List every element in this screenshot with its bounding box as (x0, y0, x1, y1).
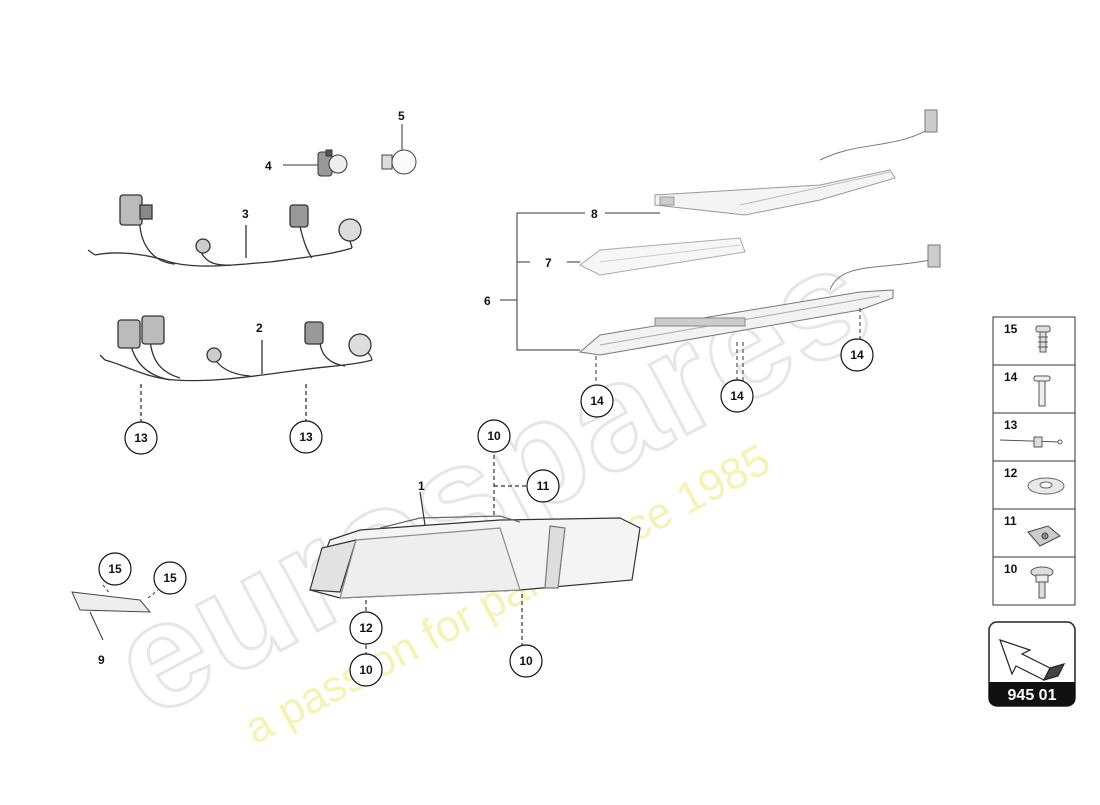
callouts: 1 2 3 4 5 6 7 8 9 (98, 109, 598, 667)
circled-references: 13 13 14 14 14 10 11 15 (98, 338, 874, 687)
ref-label: 10 (519, 654, 533, 668)
callout-8: 8 (591, 207, 598, 221)
view-arrow-icon (999, 639, 1066, 681)
reference-box[interactable]: 945 01 (988, 621, 1076, 707)
callout-5: 5 (398, 109, 405, 123)
ref-label: 14 (590, 394, 604, 408)
washer-icon (1027, 477, 1065, 495)
group-bracket (500, 212, 660, 351)
hardware-legend: 15 14 13 12 (992, 316, 1076, 606)
ref-label: 15 (163, 571, 177, 585)
legend-number: 10 (1004, 562, 1018, 576)
callout-1: 1 (418, 479, 425, 493)
ref-circle-12a[interactable]: 12 (349, 611, 383, 645)
callout-2: 2 (256, 321, 263, 335)
cable-tie-icon (999, 436, 1063, 448)
reflector-part[interactable] (71, 584, 159, 641)
ref-circle-13a[interactable]: 13 (124, 421, 158, 455)
legend-row-10[interactable]: 10 (1004, 562, 1054, 599)
legend-number: 12 (1004, 466, 1018, 480)
ref-label: 10 (359, 663, 373, 677)
light-strip-middle-part[interactable] (579, 237, 746, 276)
callout-4: 4 (265, 159, 272, 173)
ref-circle-13b[interactable]: 13 (289, 420, 323, 454)
callout-3: 3 (242, 207, 249, 221)
ref-label: 12 (359, 621, 373, 635)
legend-row-11[interactable]: 11 (1004, 514, 1061, 547)
ref-label: 10 (487, 429, 501, 443)
legend-row-12[interactable]: 12 (1004, 466, 1065, 495)
watermark: eurospares a passion for parts since 198… (85, 209, 899, 753)
callout-6: 6 (484, 294, 491, 308)
wiring-harness-upper-part[interactable] (87, 194, 362, 267)
ref-circle-15a[interactable]: 15 (98, 552, 132, 586)
reference-code: 945 01 (1008, 687, 1057, 704)
ref-circle-10c[interactable]: 10 (509, 644, 543, 678)
ref-circle-14a[interactable]: 14 (580, 384, 614, 418)
legend-number: 11 (1004, 514, 1017, 528)
legend-row-13[interactable]: 13 (999, 418, 1063, 448)
clip-nut-icon (1027, 525, 1061, 547)
legend-number: 15 (1004, 322, 1018, 336)
callout-7: 7 (545, 256, 552, 270)
tail-light-assembly-part[interactable] (309, 455, 641, 656)
ref-label: 11 (537, 479, 550, 493)
wiring-harness-lower-part[interactable] (99, 315, 373, 422)
ref-circle-14b[interactable]: 14 (720, 379, 754, 413)
pin-bolt-icon (1033, 375, 1051, 407)
ref-label: 14 (850, 348, 864, 362)
legend-number: 14 (1004, 370, 1018, 384)
legend-number: 13 (1004, 418, 1018, 432)
ref-label: 13 (134, 431, 148, 445)
screw-ribbed-icon (1035, 325, 1051, 353)
callout-9: 9 (98, 653, 105, 667)
ref-label: 15 (108, 562, 122, 576)
ref-circle-10a[interactable]: 10 (477, 419, 511, 453)
bulb-part[interactable] (381, 124, 417, 175)
ref-circle-10b[interactable]: 10 (349, 653, 383, 687)
legend-row-15[interactable]: 15 (1004, 322, 1051, 353)
light-strip-lower-part[interactable] (578, 244, 941, 382)
bulb-socket-part[interactable] (283, 149, 348, 177)
ref-label: 13 (299, 430, 313, 444)
light-strip-upper-part[interactable] (654, 109, 938, 216)
flange-screw-icon (1030, 566, 1054, 599)
ref-circle-15b[interactable]: 15 (153, 561, 187, 595)
ref-circle-14c[interactable]: 14 (840, 338, 874, 372)
legend-row-14[interactable]: 14 (1004, 370, 1051, 407)
ref-label: 14 (730, 389, 744, 403)
ref-circle-11a[interactable]: 11 (526, 469, 560, 503)
